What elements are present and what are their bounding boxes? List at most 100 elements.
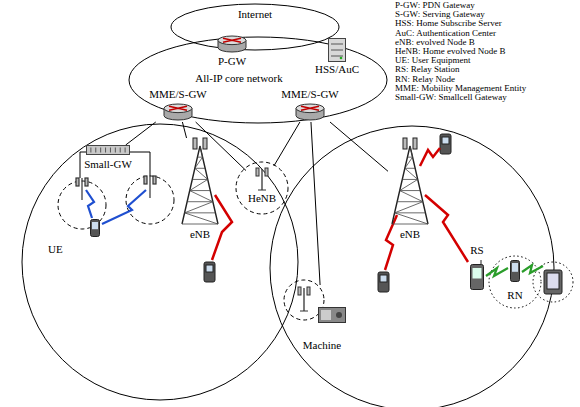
drawing-rect (91, 220, 100, 237)
box-icon (86, 145, 130, 155)
network-element: eNB (388, 138, 432, 242)
small-icon (254, 166, 270, 190)
drawing-polyline (395, 146, 428, 224)
network-element: eNB (178, 138, 222, 242)
drawing-circle (336, 312, 342, 318)
drawing-polyline (130, 152, 150, 176)
drawing-line (195, 168, 205, 169)
drawing-rect (204, 262, 215, 282)
abbreviation-note: UE: User Equipment (395, 56, 471, 65)
router-icon (163, 103, 193, 121)
router-icon (217, 35, 247, 53)
node-label: Machine (303, 339, 341, 352)
drawing-circle (270, 126, 554, 407)
drawing-line (258, 190, 266, 191)
drawing-line (395, 212, 426, 213)
network-element: RN (504, 260, 526, 304)
small-cell-antennas (76, 176, 156, 200)
drawing-line (105, 148, 106, 153)
radio-links-red (212, 148, 468, 270)
drawing-ellipse (164, 104, 192, 113)
drawing-line (261, 169, 262, 190)
abbreviation-note: AuC: Authentication Center (395, 29, 496, 38)
drawing-rect (329, 39, 346, 62)
abbreviation-note: Small-GW: Smallcell Gateway (395, 93, 507, 102)
tower-icon (180, 138, 220, 224)
network-element: MME/S-GW (148, 88, 208, 122)
drawing-line (392, 224, 428, 225)
backhaul-link (274, 122, 300, 166)
network-element: MME/S-GW (280, 88, 340, 122)
backhaul-link (126, 122, 156, 145)
drawing-rect (378, 272, 389, 292)
drawing-rect (319, 308, 346, 323)
drawing-rect (153, 176, 156, 184)
node-label: RN (507, 289, 522, 302)
drawing-line (405, 168, 415, 169)
drawing-line (187, 201, 213, 202)
abbreviation-note: HeNB: Home evolved Node B (395, 47, 505, 56)
drawing-polyline (86, 190, 94, 218)
drawing-rect (86, 146, 129, 155)
drawing-line (115, 148, 116, 153)
drawing-polyline (385, 215, 397, 270)
drawing-line (149, 176, 150, 198)
drawing-line (300, 311, 308, 312)
network-region: Internet (170, 3, 340, 51)
network-element: P-GW (212, 35, 252, 69)
drawing-path (223, 38, 241, 42)
small-icon (296, 285, 312, 311)
node-label: HeNB (248, 192, 276, 205)
drawing-line (190, 190, 211, 191)
drawing-line (407, 157, 412, 158)
drawing-rect (256, 168, 259, 176)
drawing-path (169, 106, 187, 110)
drawing-path (301, 106, 319, 110)
drawing-line (303, 288, 304, 311)
drawing-line (95, 148, 96, 153)
drawing-ellipse (296, 104, 324, 113)
drawing-ellipse (218, 36, 246, 45)
drawing-rect (442, 137, 449, 144)
drawing-line (182, 224, 218, 225)
drawing-line (125, 148, 126, 153)
relay-areas (489, 256, 573, 308)
abbreviation-note: MME: Mobility Management Entity (395, 84, 526, 93)
router-icon (295, 103, 325, 121)
backhaul-link (182, 122, 186, 138)
node-label: MME/S-GW (281, 88, 338, 101)
drawing-line (331, 56, 343, 57)
drawing-rect (471, 265, 484, 290)
phone-icon (90, 219, 100, 237)
drawing-line (400, 190, 421, 191)
drawing-rect (403, 138, 407, 149)
drawing-rect (203, 138, 207, 149)
drawing-line (90, 148, 91, 153)
drawing-line (402, 179, 417, 180)
drawing-circle (236, 162, 288, 214)
drawing-rect (144, 176, 147, 184)
drawing-circle (340, 57, 343, 60)
small-gw-wires (80, 152, 150, 178)
rs-icon (470, 260, 484, 290)
network-element: HeNB (246, 166, 278, 206)
node-label: eNB (400, 228, 420, 241)
drawing-line (185, 212, 216, 213)
drawing-polyline (420, 148, 440, 166)
drawing-line (120, 148, 121, 153)
abbreviation-note: eNB: evolved Node B (395, 38, 475, 47)
drawing-rect (380, 275, 387, 282)
drawing-rect (206, 265, 213, 272)
drawing-rect (547, 273, 559, 289)
abbreviation-note: RS: Relay Station (395, 65, 460, 74)
node-label: P-GW (218, 55, 246, 68)
abbreviation-note: S-GW: Serving Gateway (395, 10, 485, 19)
drawing-polyline (102, 190, 146, 224)
drawing-polyline (212, 195, 232, 260)
abbreviation-note: HSS: Home Subscribe Server (395, 19, 502, 28)
drawing-polyline (185, 146, 218, 224)
drawing-line (331, 44, 343, 45)
server-icon (328, 38, 346, 62)
